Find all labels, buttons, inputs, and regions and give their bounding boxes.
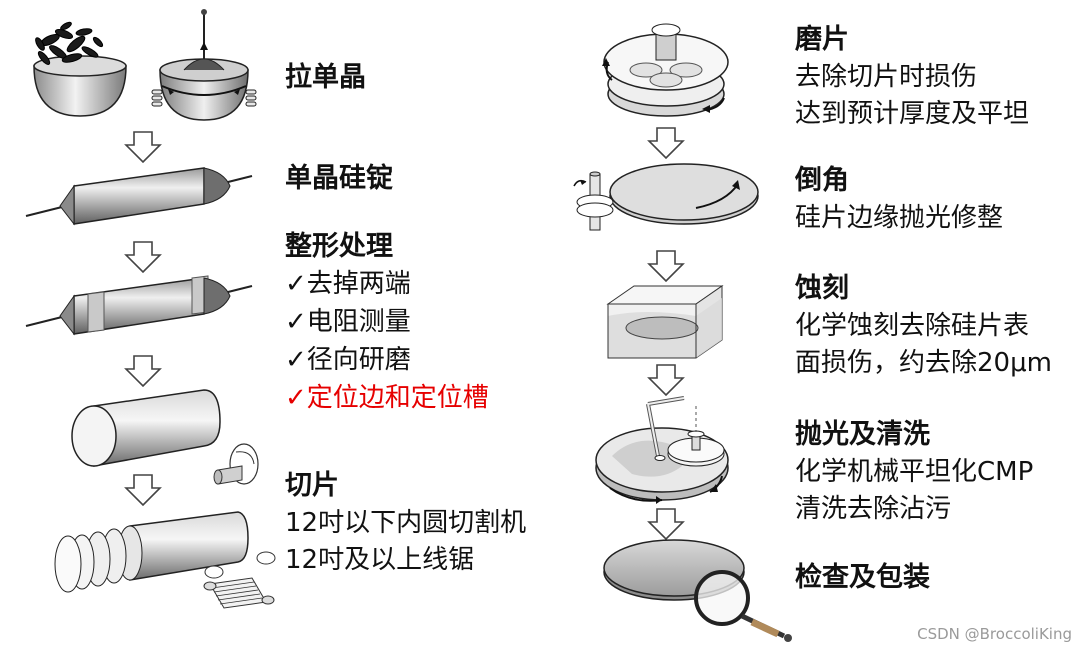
step-item: ✓电阻测量: [285, 304, 411, 341]
step-title-inspection: 检查及包装: [795, 560, 930, 596]
step-item: 化学蚀刻去除硅片表: [795, 308, 1029, 345]
cylinder-icon: [64, 388, 224, 472]
wire-saw-icon: [196, 544, 280, 616]
down-arrow-icon: [124, 241, 162, 273]
step-title-shaping: 整形处理: [285, 229, 393, 265]
step-item: 达到预计厚度及平坦: [795, 96, 1029, 133]
down-arrow-icon: [647, 127, 685, 159]
cmp-polisher-icon: [592, 396, 742, 506]
step-title-polishing: 抛光及清洗: [795, 417, 930, 453]
step-item-highlight: ✓定位边和定位槽: [285, 380, 489, 417]
step-item: ✓径向研磨: [285, 342, 411, 379]
down-arrow-icon: [124, 355, 162, 387]
ingot-icon: [24, 164, 254, 230]
magnifier-icon: [602, 538, 796, 644]
step-title-etching: 蚀刻: [795, 271, 849, 307]
down-arrow-icon: [124, 474, 162, 506]
step-item: 面损伤，约去除20μm: [795, 345, 1052, 382]
wafer-orientation-icon: [212, 440, 264, 492]
step-title-ingot: 单晶硅锭: [285, 161, 393, 197]
down-arrow-icon: [647, 364, 685, 396]
step-item: 去除切片时损伤: [795, 59, 977, 96]
crystal-puller-icon: [150, 8, 258, 126]
step-title-slicing: 切片: [285, 468, 339, 504]
step-item: 12吋以下内圆切割机: [285, 505, 526, 542]
step-item: 清洗去除沾污: [795, 491, 951, 528]
step-item: 12吋及以上线锯: [285, 542, 474, 579]
step-item: 化学机械平坦化CMP: [795, 454, 1033, 491]
down-arrow-icon: [647, 508, 685, 540]
step-title-edge-grinding: 倒角: [795, 163, 849, 199]
watermark: CSDN @BroccoliKing: [917, 625, 1072, 643]
step-item: 硅片边缘抛光修整: [795, 200, 1003, 237]
edge-grinder-icon: [566, 160, 762, 238]
ingot-icon: [24, 274, 254, 340]
step-item: ✓去掉两端: [285, 266, 411, 303]
down-arrow-icon: [124, 131, 162, 163]
etch-tank-icon: [604, 282, 726, 362]
step-title-lapping: 磨片: [795, 22, 849, 58]
step-title-crystal-pulling: 拉单晶: [285, 60, 366, 96]
down-arrow-icon: [647, 250, 685, 282]
crucible-icon: [14, 20, 142, 120]
lapping-machine-icon: [596, 14, 736, 122]
